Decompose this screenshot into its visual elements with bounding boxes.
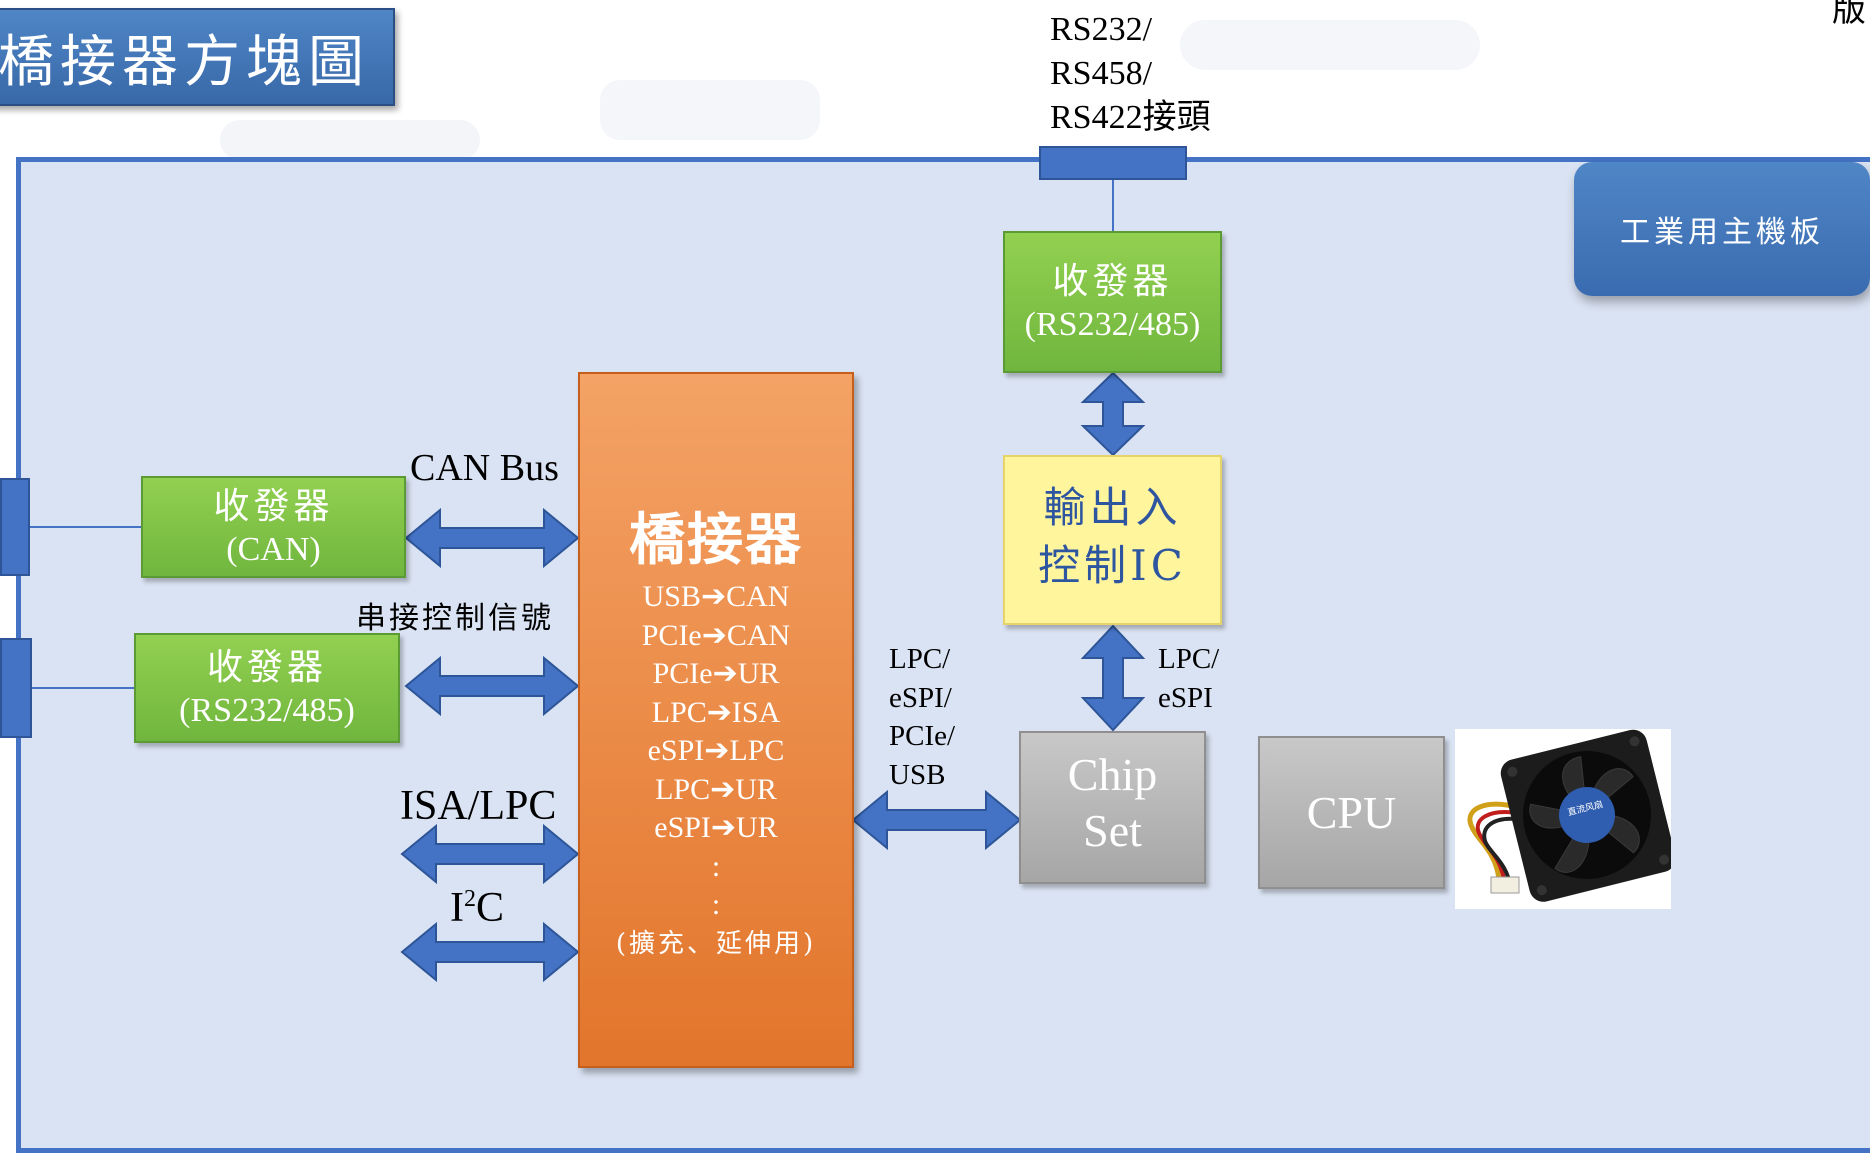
bridge-item: LPC➔ISA [651, 695, 781, 729]
bus-label-line: USB [889, 758, 946, 791]
bus-label-line: PCIe/ [889, 720, 956, 752]
io-control-ic: 輸出入 控制IC [1003, 455, 1222, 625]
bus-label-line: LPC/ [889, 643, 951, 675]
bridge-item: USB➔CAN [642, 580, 790, 613]
transceiver-type: (RS232/485) [179, 692, 355, 729]
top-connector-label: RS232/ RS458/ RS422接頭 [1050, 8, 1211, 140]
top-connector-label-line: RS422接頭 [1050, 99, 1211, 136]
bus-label-line: LPC/ [1158, 643, 1220, 675]
ioc-chipset-arrow [1080, 624, 1146, 732]
bridge-chipset-bus-label: LPC/ eSPI/ PCIe/ USB [889, 640, 955, 794]
cpu: CPU [1258, 736, 1445, 889]
bridge-item: PCIe➔CAN [641, 618, 791, 652]
can-bus-arrow [404, 507, 580, 569]
io-control-ic-line2: 控制IC [1038, 541, 1187, 590]
transceiver-label: 收發器 [206, 647, 327, 688]
bridge-chipset-arrow [851, 789, 1022, 851]
chipset-line1: Chip [1067, 749, 1158, 800]
chipset-line2: Set [1083, 805, 1142, 856]
serial-control-label: 串接控制信號 [356, 601, 554, 636]
top-connector-label-line: RS232/ [1050, 11, 1153, 48]
top-right-glyph: 版 [1832, 0, 1866, 30]
transceiver-label: 收發器 [1052, 261, 1173, 302]
transceiver-type: (RS232/485) [1024, 306, 1201, 343]
top-connector-label-line: RS458/ [1050, 55, 1153, 92]
bridge-ellipsis: : [711, 849, 721, 883]
io-control-ic-line1: 輸出入 [1043, 483, 1182, 532]
bus-label-line: eSPI [1158, 681, 1213, 714]
transceiver-label: 收發器 [213, 486, 334, 527]
transceiver-rs232-left: 收發器 (RS232/485) [134, 633, 400, 743]
transceiver-ioc-arrow [1080, 371, 1146, 457]
bridge-item: eSPI➔UR [654, 811, 778, 844]
cooling-fan-image: 直流风扇 [1455, 729, 1676, 909]
bridge-chip: 橋接器 USB➔CAN PCIe➔CAN PCIe➔UR LPC➔ISA eSP… [578, 372, 854, 1068]
bridge-item: LPC➔UR [655, 772, 777, 806]
i2c-arrow [400, 921, 580, 983]
chipset: Chip Set [1019, 731, 1206, 884]
i2c-label-prefix: I [450, 885, 464, 931]
isa-lpc-label: ISA/LPC [400, 783, 557, 829]
transceiver-rs232-top: 收發器 (RS232/485) [1003, 231, 1222, 373]
can-bus-label: CAN Bus [410, 447, 559, 489]
serial-arrow [404, 655, 580, 717]
top-connector [1039, 146, 1187, 180]
bus-label-line: eSPI/ [889, 681, 952, 714]
i2c-label: I2C [450, 884, 504, 932]
bridge-title: 橋接器 [629, 507, 803, 573]
rs232-connector [0, 638, 32, 738]
bridge-item: PCIe➔UR [652, 657, 780, 690]
bridge-note: (擴充、延伸用) [615, 928, 817, 959]
bridge-item: eSPI➔LPC [647, 734, 785, 767]
i2c-label-superscript: 2 [464, 886, 476, 912]
i2c-label-suffix: C [476, 885, 505, 931]
ic-chipset-bus-label: LPC/ eSPI [1158, 640, 1219, 717]
bridge-ellipsis: : [711, 887, 721, 921]
diagram-title: 橋接器方塊圖 [0, 8, 395, 106]
fan-icon: 直流风扇 [1467, 729, 1676, 902]
can-connector [0, 478, 30, 576]
transceiver-can: 收發器 (CAN) [141, 476, 406, 578]
isa-lpc-arrow [400, 823, 580, 885]
transceiver-type: (CAN) [226, 531, 321, 568]
cpu-label: CPU [1306, 787, 1397, 838]
board-label: 工業用主機板 [1574, 162, 1870, 296]
